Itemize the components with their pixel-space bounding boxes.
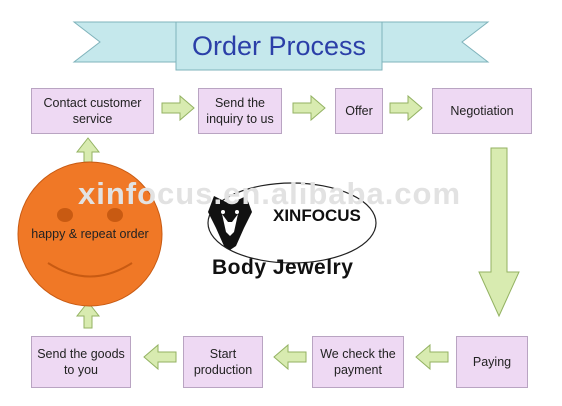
arrow-negotiation-to-paying	[478, 147, 520, 318]
smiley-face-icon	[17, 161, 163, 307]
step-offer: Offer	[335, 88, 383, 134]
step-paying: Paying	[456, 336, 528, 388]
smiley-label: happy & repeat order	[31, 227, 149, 241]
page-title: Order Process	[191, 30, 367, 61]
arrow-check-to-production	[273, 343, 307, 371]
step-check-payment: We check the payment	[312, 336, 404, 388]
watermark-text: xinfocus.en.alibaba.com	[78, 176, 462, 211]
wolf-head-icon	[208, 196, 252, 250]
step-send-goods: Send the goods to you	[31, 336, 131, 388]
arrow-offer-to-negotiation	[389, 94, 423, 122]
step-start-production: Start production	[183, 336, 263, 388]
arrow-send-to-smiley	[75, 301, 101, 329]
arrow-production-to-send	[143, 343, 177, 371]
brand-name: XINFOCUS	[273, 206, 361, 225]
arrow-smiley-to-contact	[75, 137, 101, 163]
brand-logo	[207, 182, 377, 264]
arrow-contact-to-inquiry	[161, 94, 195, 122]
brand-tagline: Body Jewelry	[212, 256, 354, 279]
title-ribbon	[72, 21, 490, 71]
step-negotiation: Negotiation	[432, 88, 532, 134]
arrow-inquiry-to-offer	[292, 94, 326, 122]
step-contact-customer-service: Contact customer service	[31, 88, 154, 134]
step-send-inquiry: Send the inquiry to us	[198, 88, 282, 134]
arrow-paying-to-check	[415, 343, 449, 371]
